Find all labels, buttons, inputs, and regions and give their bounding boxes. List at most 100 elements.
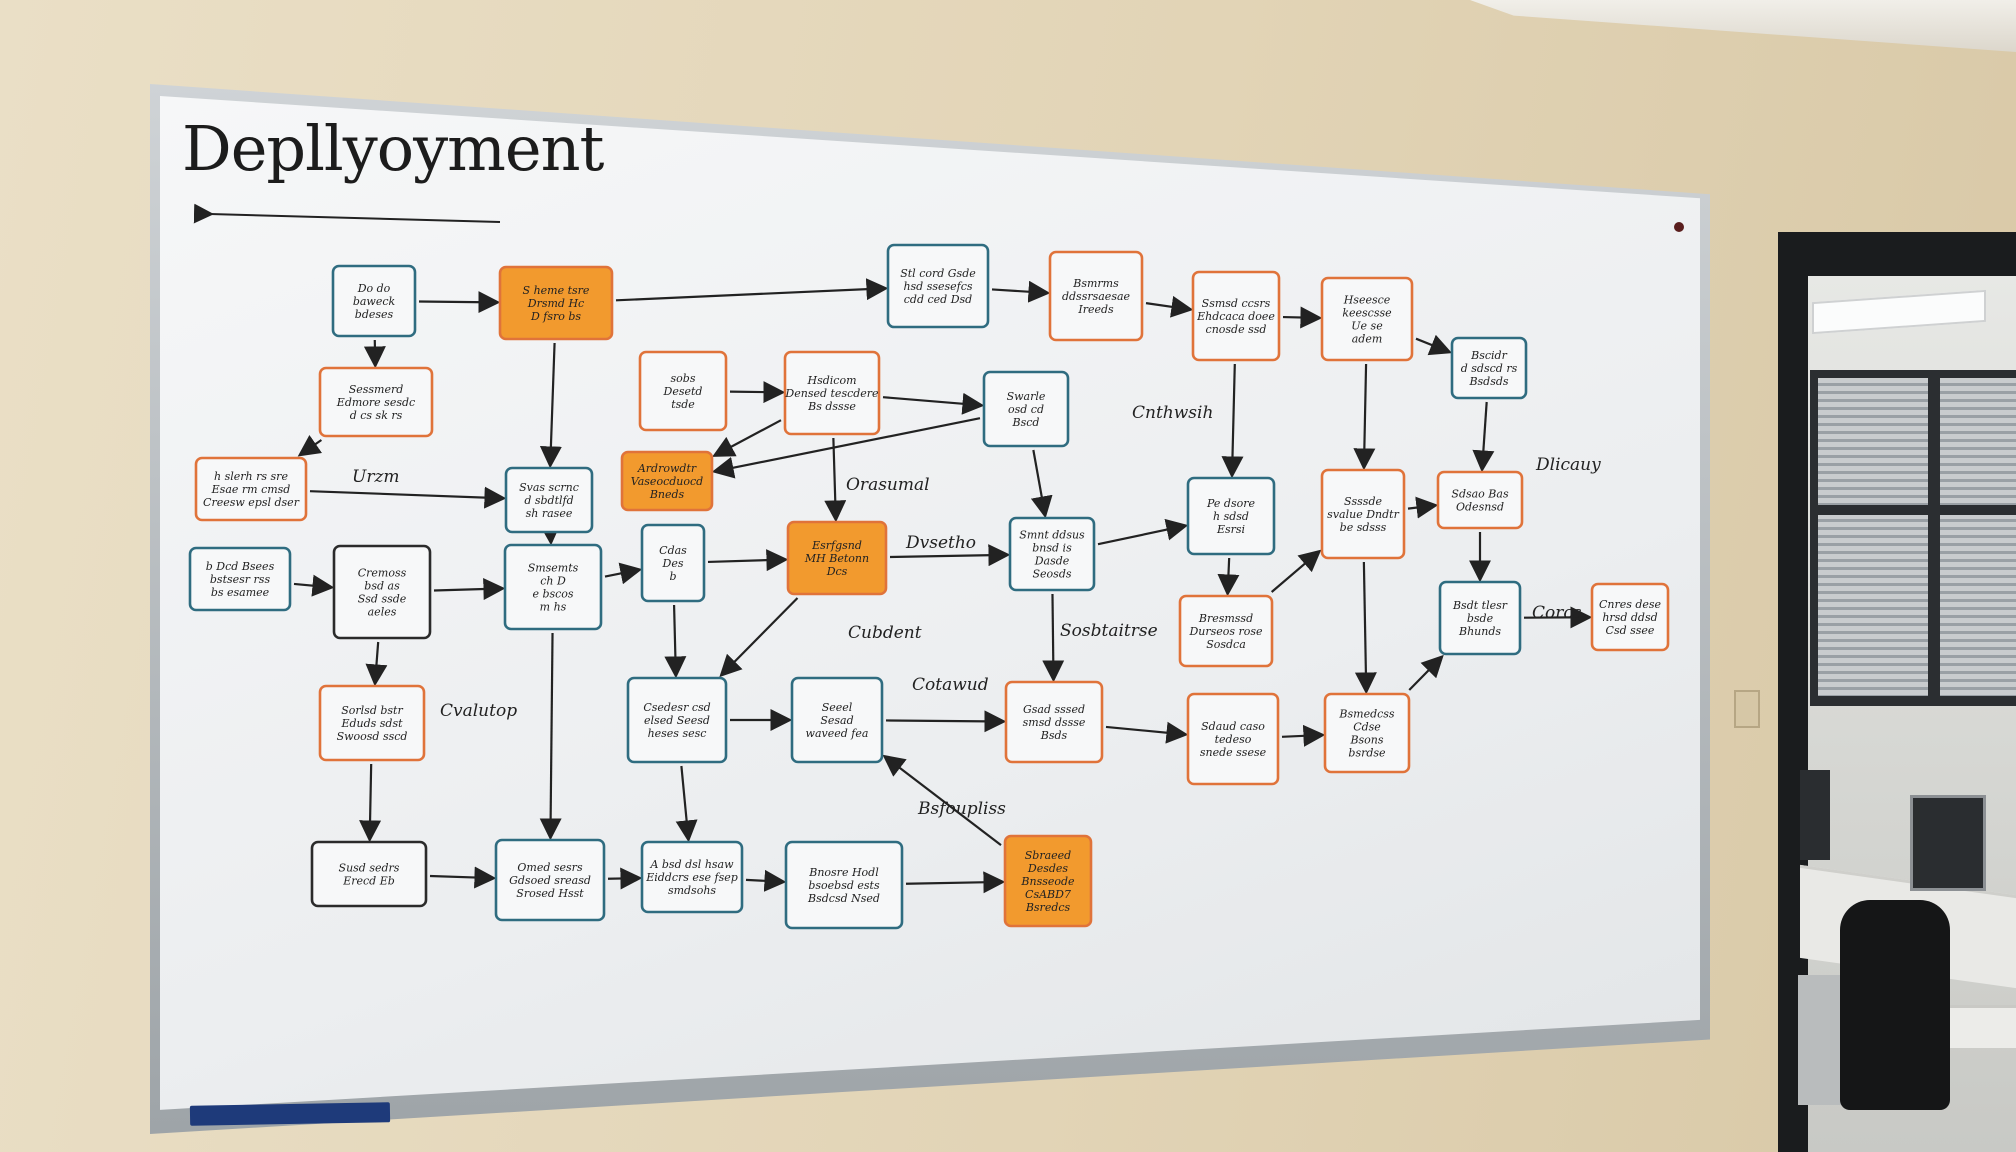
node-box bbox=[640, 840, 744, 914]
node-text-line: Bsredcs bbox=[1025, 901, 1071, 914]
node-text-line: Vaseocduocd bbox=[631, 475, 703, 488]
node-text-line: Dcs bbox=[826, 565, 848, 578]
node-text-line: Sosdca bbox=[1206, 638, 1246, 651]
node-text-line: CsABD7 bbox=[1025, 888, 1071, 901]
node-text-line: bsrdse bbox=[1348, 747, 1386, 760]
node-text-line: Swoosd sscd bbox=[337, 730, 408, 743]
board-title: Depllyoyment bbox=[182, 112, 604, 185]
node-box bbox=[1186, 476, 1276, 556]
connector-arrow bbox=[297, 434, 323, 457]
node-text-line: Seeel bbox=[822, 701, 853, 714]
node-text-line: Durseos rose bbox=[1188, 625, 1263, 638]
node-text-line: Bneds bbox=[649, 488, 685, 501]
node-text-line: Desdes bbox=[1027, 862, 1069, 875]
node-text-line: smsd dssse bbox=[1023, 716, 1086, 729]
node-box bbox=[318, 684, 426, 762]
handwritten-label-l7: Cotawud bbox=[912, 675, 989, 695]
node-box bbox=[503, 543, 603, 631]
node-text-line: Gdsoed sreasd bbox=[509, 874, 591, 887]
connector-arrow bbox=[824, 437, 847, 523]
node-text-line: Srosed Hsst bbox=[516, 887, 584, 900]
node-text-line: Csd ssee bbox=[1606, 624, 1655, 637]
node-text-line: heses sesc bbox=[648, 727, 707, 740]
node-box bbox=[498, 265, 614, 341]
node-box bbox=[1590, 582, 1670, 652]
node-text-line: Creesw epsl dser bbox=[203, 496, 300, 509]
handwritten-label-l3: Dvsetho bbox=[905, 533, 976, 553]
handwritten-label-l11: Urzm bbox=[352, 467, 400, 487]
node-text-line: Bnsseode bbox=[1020, 875, 1075, 888]
connector-arrow bbox=[745, 869, 787, 892]
node-text-line: bdeses bbox=[355, 308, 394, 321]
node-text-line: Smnt ddsus bbox=[1019, 529, 1085, 542]
node-text-line: snede ssese bbox=[1200, 746, 1267, 759]
node-text-line: A bsd dsl hsaw bbox=[649, 858, 734, 871]
connector-arrow bbox=[905, 871, 1006, 894]
node-text-line: b bbox=[669, 570, 676, 583]
node-box bbox=[194, 456, 308, 522]
node-text-line: Bscidr bbox=[1470, 349, 1507, 362]
node-text-line: d sdscd rs bbox=[1461, 362, 1518, 375]
node-text-line: ddssrsaesae bbox=[1062, 290, 1131, 303]
connector-arrow bbox=[1408, 654, 1444, 691]
node-text-line: Bsds bbox=[1040, 729, 1068, 742]
node-text-line: Densed tescdere bbox=[784, 387, 879, 400]
connector-arrow bbox=[429, 866, 497, 889]
node-text-line: d sbdtlfd bbox=[524, 494, 573, 507]
connector-arrows bbox=[293, 278, 1593, 894]
node-text-line: Ssmsd ccsrs bbox=[1202, 297, 1271, 310]
node-box bbox=[331, 264, 417, 338]
node-text-line: Bsdt tlesr bbox=[1452, 599, 1508, 612]
node-text-line: Sesad bbox=[820, 714, 853, 727]
connector-arrow bbox=[729, 381, 786, 404]
connector-arrow bbox=[1472, 401, 1495, 473]
node-text-line: Esrfgsnd bbox=[811, 539, 862, 552]
connector-arrow bbox=[712, 419, 782, 457]
node-text-line: Hsdicom bbox=[806, 374, 856, 387]
node-text-line: keescsse bbox=[1342, 307, 1392, 320]
connector-arrow bbox=[309, 486, 507, 509]
handwritten-label-l5: Sosbtaitrse bbox=[1060, 621, 1158, 641]
node-text-line: Ssd ssde bbox=[358, 593, 407, 606]
node-text-line: bs esamee bbox=[211, 586, 270, 599]
monitor bbox=[1910, 795, 1986, 891]
node-text-line: Svas scrnc bbox=[519, 481, 579, 494]
node-text-line: b Dcd Bsees bbox=[206, 560, 275, 573]
node-box bbox=[783, 350, 881, 436]
node-text-line: Bsdcsd Nsed bbox=[807, 892, 880, 905]
connector-arrow bbox=[604, 562, 643, 585]
node-box bbox=[786, 520, 888, 596]
node-text-line: Omed sesrs bbox=[517, 861, 583, 874]
board-magnet bbox=[1674, 222, 1684, 232]
node-text-line: waveed fea bbox=[806, 727, 869, 740]
node-text-line: Sessmerd bbox=[349, 383, 404, 396]
node-box bbox=[310, 840, 428, 908]
connector-arrow bbox=[889, 544, 1011, 567]
node-text-line: Stl cord Gsde bbox=[900, 267, 976, 280]
connector-arrow bbox=[418, 291, 501, 314]
node-box bbox=[886, 243, 990, 329]
node-text-line: d cs sk rs bbox=[350, 409, 403, 422]
node-text-line: S heme tsre bbox=[523, 284, 590, 297]
node-text-line: adem bbox=[1352, 333, 1383, 346]
handwritten-label-l8: Bsfoupliss bbox=[917, 799, 1006, 819]
handwritten-label-l6: Cvalutop bbox=[440, 701, 517, 721]
connector-arrow bbox=[1145, 295, 1194, 318]
node-text-line: Dasde bbox=[1034, 555, 1070, 568]
node-text-line: Bhunds bbox=[1458, 625, 1501, 638]
